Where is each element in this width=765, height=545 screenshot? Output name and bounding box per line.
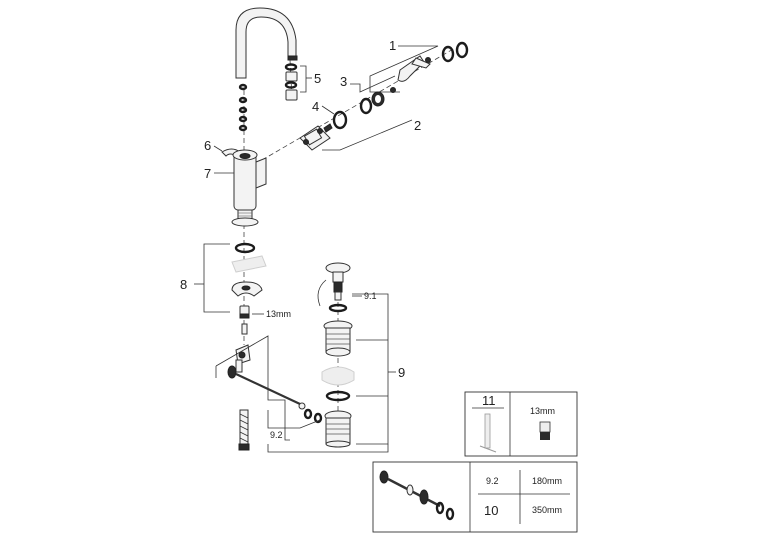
callout-5: 5 [314,71,321,86]
leader-3 [350,75,396,93]
hose-length-table: 9.2 180mm 10 350mm [372,461,578,533]
cartridge-nut [359,87,396,115]
callout-9: 9 [398,365,405,380]
handle-lever [397,55,431,82]
leader-9 [352,293,389,445]
popup-linkage [235,344,251,373]
plug-detail-circle [317,279,327,307]
fixing-oring [234,242,256,254]
aerator [284,63,298,101]
hose-number-1: 9.2 [486,476,499,486]
accessory-table: 11 13mm [464,391,578,457]
cartridge [299,123,333,151]
callout-8: 8 [180,277,187,292]
plug-seal [328,303,348,313]
leader-2 [322,119,413,151]
leader-4 [321,105,335,115]
popup-plug [325,262,351,301]
callout-2: 2 [414,118,421,133]
sink-outline [215,335,290,441]
mixer-body [231,149,267,227]
lift-rod [227,365,306,410]
tool-number: 11 [482,393,496,408]
hose-length-1: 180mm [532,476,562,486]
tool-size: 13mm [530,406,555,416]
hose-set-icon [379,470,455,521]
hose-length-2: 350mm [532,505,562,515]
callout-1: 1 [389,38,396,53]
handle-caps [441,41,469,63]
hose-number-2: 10 [484,503,498,518]
label-13mm: 13mm [266,309,291,319]
callout-9-1: 9.1 [364,291,377,301]
leader-5 [300,65,307,93]
rod-fittings [303,408,323,424]
flexible-hose [238,409,250,451]
seal-ring [332,110,348,130]
fixing-nut [239,305,250,335]
leader-8 [203,243,230,313]
spout [235,7,298,79]
callout-4: 4 [312,99,319,114]
leader-6 [213,145,223,152]
leader-9-2 [267,410,321,429]
callout-7: 7 [204,166,211,181]
socket-icon [539,421,551,440]
waste-ghost [321,366,355,386]
waste-seal [325,390,351,402]
fixing-plate-ghost [231,255,267,273]
spanner-tool-icon [479,413,497,453]
callout-9-2: 9.2 [270,430,283,440]
callout-3: 3 [340,74,347,89]
spout-seals [238,83,248,132]
callout-6: 6 [204,138,211,153]
waste-body [323,320,353,357]
waste-tail [324,410,352,448]
